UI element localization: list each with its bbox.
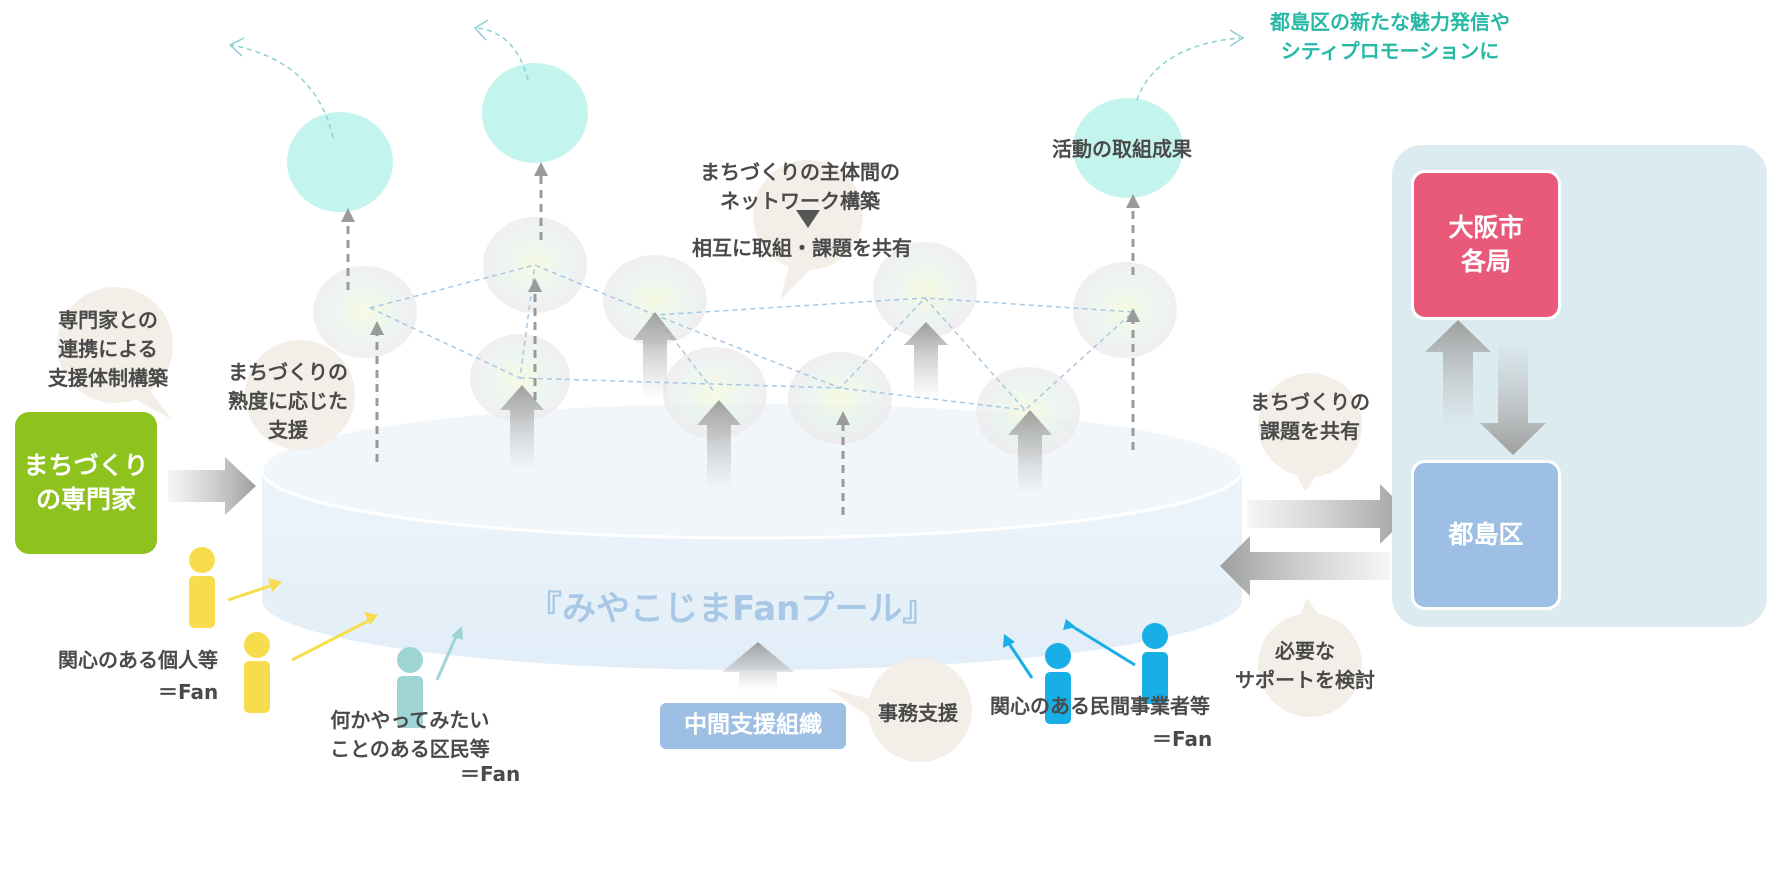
outward-curved-arrows xyxy=(231,27,1241,139)
admin-support-label: 事務支援 xyxy=(878,701,958,725)
top-right-note: 都島区の新たな魅力発信や シティプロモーションに xyxy=(1270,10,1510,63)
individual-fan-label: ＝Fan xyxy=(158,680,219,704)
participation-arrow-heads xyxy=(268,578,1076,648)
business-fan-label: ＝Fan xyxy=(1152,727,1213,751)
miyakojima-ward-box: 都島区 xyxy=(1411,460,1561,610)
business-label: 関心のある民間事業者等 xyxy=(990,694,1210,718)
expert-box: まちづくり の専門家 xyxy=(15,412,157,554)
individual-label: 関心のある個人等 xyxy=(58,648,218,672)
expert-collaboration-bubble: 専門家との 連携による 支援体制構築 xyxy=(48,308,168,390)
individual-person-icon xyxy=(189,547,270,713)
network-down-triangle xyxy=(796,210,820,228)
activity-blobs xyxy=(313,217,1177,457)
curved-arrow-heads xyxy=(228,19,1245,57)
block-up-arrows xyxy=(500,312,1052,690)
resident-fan-label: ＝Fan xyxy=(460,762,521,786)
horizontal-block-arrows xyxy=(168,457,1410,596)
fan-pool-title: 『みやこじまFanプール』 xyxy=(528,589,937,629)
network-bubble-title: まちづくりの主体間の ネットワーク構築 xyxy=(700,160,900,213)
osaka-city-box: 大阪市 各局 xyxy=(1411,170,1561,320)
vertical-dashed-arrows xyxy=(346,176,1135,515)
intermediate-support-box: 中間支援組織 xyxy=(660,703,846,749)
participation-arrows xyxy=(227,583,1136,681)
activity-result-label: 活動の取組成果 xyxy=(1052,137,1192,161)
resident-label: 何かやってみたい ことのある区民等 xyxy=(330,708,490,761)
resident-person-icon xyxy=(397,647,423,728)
dashed-arrow-heads xyxy=(341,162,1140,425)
share-issue-bubble: まちづくりの 課題を共有 xyxy=(1250,390,1370,443)
network-bubble-sub: 相互に取組・課題を共有 xyxy=(692,236,912,260)
result-blobs xyxy=(287,63,1183,212)
network-lines xyxy=(369,264,1135,412)
support-consider-bubble: 必要な サポートを検討 xyxy=(1235,639,1375,692)
maturity-support-bubble: まちづくりの 熟度に応じた 支援 xyxy=(228,360,348,442)
person-icons xyxy=(189,547,1168,728)
panel-vertical-arrows xyxy=(1425,320,1546,455)
business-person-icon xyxy=(1045,623,1168,724)
